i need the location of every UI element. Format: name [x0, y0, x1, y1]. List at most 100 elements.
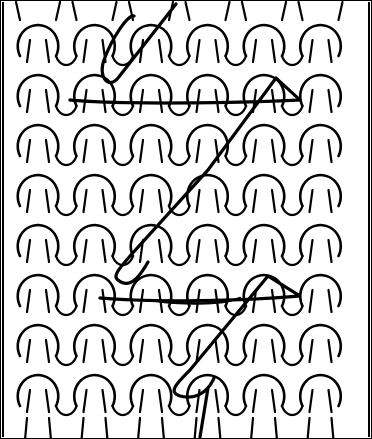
stitch-loop	[131, 225, 172, 256]
stitch-loop	[244, 125, 285, 156]
stitch-leg-left	[27, 390, 30, 412]
bottom-leg	[106, 418, 108, 439]
stitch-leg-left	[310, 40, 313, 62]
stitch-loop	[131, 175, 172, 206]
stitch-leg-left	[253, 390, 256, 412]
stitch-loop	[74, 225, 115, 256]
stitch-leg-right	[329, 240, 332, 262]
sinker-loop	[282, 256, 303, 265]
stitch-leg-right	[329, 40, 332, 62]
stitch-leg-left	[253, 240, 256, 262]
stitch-leg-right	[103, 340, 106, 362]
top-leg	[113, 2, 117, 20]
sinker-loop	[282, 156, 303, 165]
stitch-leg-left	[27, 290, 30, 312]
top-leg	[186, 2, 190, 20]
stitch-leg-left	[140, 390, 143, 412]
stitch-leg-left	[253, 190, 256, 212]
stitch-leg-right	[46, 240, 49, 262]
stitch-loop	[244, 25, 285, 56]
stitch-loop	[131, 375, 172, 406]
yarn-diagonal-middle	[116, 170, 208, 283]
stitch-leg-right	[159, 140, 162, 162]
stitch-leg-left	[310, 240, 313, 262]
stitch-loop	[18, 275, 59, 306]
sinker-loop	[56, 306, 77, 315]
bottom-leg	[195, 418, 197, 439]
stitch-loop	[74, 325, 115, 356]
stitch-loop	[300, 175, 341, 206]
stitch-leg-left	[27, 190, 30, 212]
stitch-leg-right	[46, 290, 49, 312]
stitch-leg-left	[84, 40, 87, 62]
stitch-leg-left	[310, 190, 313, 212]
sinker-loop	[56, 156, 77, 165]
stitch-leg-right	[216, 340, 219, 362]
stitch-leg-left	[253, 340, 256, 362]
stitch-leg-right	[159, 190, 162, 212]
sinker-loop	[226, 206, 247, 215]
sinker-loop	[113, 106, 134, 115]
sinker-loop	[169, 56, 190, 65]
stitch-leg-right	[103, 240, 106, 262]
bottom-leg	[332, 418, 334, 439]
stitch-loop	[244, 325, 285, 356]
stitch-leg-right	[159, 340, 162, 362]
stitch-leg-right	[272, 140, 275, 162]
stitch-leg-right	[159, 240, 162, 262]
stitch-loop	[300, 125, 341, 156]
top-leg	[56, 2, 60, 20]
top-leg	[282, 2, 286, 20]
sinker-loop	[113, 206, 134, 215]
stitch-loop	[18, 75, 59, 106]
sinker-loop	[282, 306, 303, 315]
stitch-grid	[16, 2, 343, 439]
top-leg	[242, 2, 246, 20]
stitch-loop	[187, 225, 228, 256]
stitch-leg-right	[216, 190, 219, 212]
sinker-loop	[226, 156, 247, 165]
top-leg	[299, 2, 303, 20]
sinker-loop	[226, 256, 247, 265]
stitch-leg-left	[310, 90, 313, 112]
stitch-leg-right	[103, 290, 106, 312]
top-leg	[73, 2, 77, 20]
stitch-loop	[244, 375, 285, 406]
stitch-loop	[244, 225, 285, 256]
stitch-leg-left	[84, 390, 87, 412]
bottom-leg	[82, 418, 84, 439]
stitch-loop	[244, 175, 285, 206]
sinker-loop	[226, 106, 247, 115]
bottom-leg	[275, 418, 277, 439]
stitch-leg-left	[140, 190, 143, 212]
stitch-leg-left	[27, 340, 30, 362]
sinker-loop	[56, 206, 77, 215]
sinker-loop	[282, 106, 303, 115]
top-leg	[226, 2, 230, 20]
stitch-leg-right	[216, 90, 219, 112]
stitch-leg-left	[310, 340, 313, 362]
stitch-leg-right	[272, 240, 275, 262]
sinker-loop	[226, 356, 247, 365]
sinker-loop	[169, 156, 190, 165]
bottom-leg	[308, 418, 310, 439]
stitch-loop	[187, 25, 228, 56]
bottom-leg	[49, 418, 51, 439]
stitch-loop	[300, 275, 341, 306]
stitch-leg-right	[216, 390, 219, 412]
sinker-loop	[56, 106, 77, 115]
stitch-leg-right	[272, 190, 275, 212]
stitch-leg-left	[310, 390, 313, 412]
working-yarn	[70, 4, 300, 437]
stitch-leg-right	[46, 340, 49, 362]
stitch-loop	[74, 375, 115, 406]
stitch-leg-right	[46, 40, 49, 62]
stitch-loop	[18, 375, 59, 406]
stitch-loop	[131, 25, 172, 56]
stitch-loop	[74, 125, 115, 156]
sinker-loop	[113, 306, 134, 315]
bottom-leg	[25, 418, 27, 439]
stitch-leg-left	[27, 90, 30, 112]
stitch-leg-right	[329, 290, 332, 312]
